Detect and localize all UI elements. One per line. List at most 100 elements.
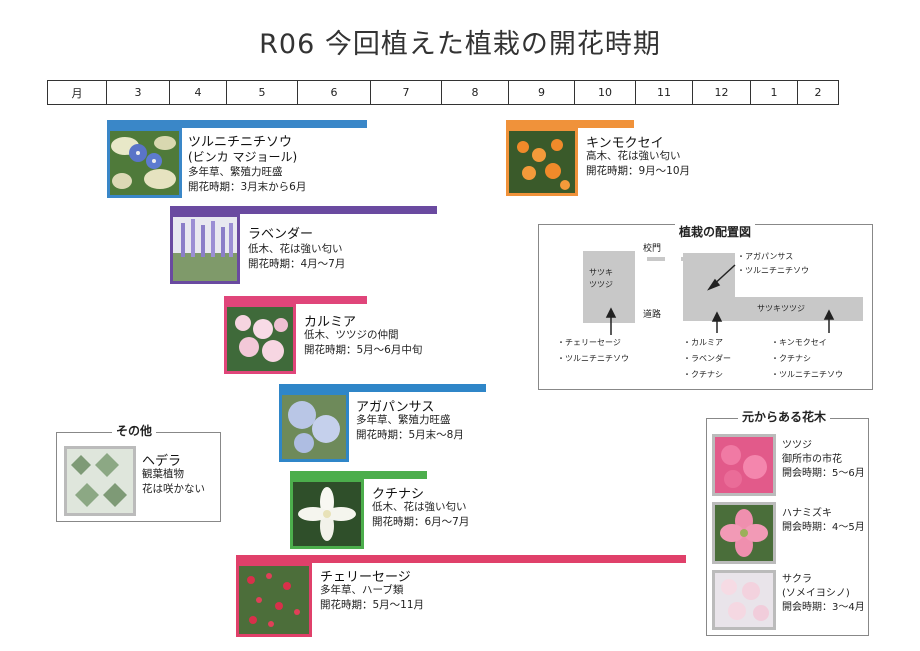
- vinca-name: ツルニチニチソウ: [188, 135, 293, 150]
- hedera-photo: [64, 446, 136, 516]
- month-header-row: 月 3 4 5 6 7 8 9 10 11 12 1 2: [47, 80, 839, 105]
- hedera-name: ヘデラ: [142, 454, 182, 469]
- kalmia-desc: 低木、ツツジの仲間: [304, 329, 399, 341]
- hedera-desc: 観葉植物: [142, 468, 184, 480]
- osmanthus-flower-icon: [509, 131, 575, 193]
- map-label-right: ・クチナシ: [771, 354, 811, 363]
- month-cell: 7: [371, 81, 442, 104]
- map-gate-block: [647, 257, 665, 261]
- bloom-bar-osmanthus: [506, 120, 634, 128]
- dogwood-name: ハナミズキ: [782, 508, 832, 519]
- cherry-blossom-period: 開会時期：3～4月: [782, 602, 865, 613]
- gardenia-photo: [290, 479, 364, 549]
- vinca-period: 開花時期：3月末から6月: [188, 181, 307, 193]
- kalmia-photo: [224, 304, 296, 374]
- gardenia-name: クチナシ: [372, 487, 425, 502]
- bloom-bar-kalmia: [224, 296, 367, 304]
- vinca-subname: (ビンカ マジョール): [188, 150, 298, 164]
- month-cell: 5: [227, 81, 298, 104]
- map-label-mid: ・カルミア: [683, 338, 723, 347]
- azalea-photo: [712, 434, 776, 496]
- month-cell: 8: [442, 81, 509, 104]
- month-cell: 9: [509, 81, 575, 104]
- month-cell: 2: [814, 86, 822, 99]
- lavender-desc: 低木、花は強い匂い: [248, 243, 343, 255]
- month-cell: 6: [298, 81, 371, 104]
- month-cell: 月: [48, 81, 107, 104]
- agapanthus-desc: 多年草、繁殖力旺盛: [356, 414, 451, 426]
- hedera-note: 花は咲かない: [142, 483, 205, 495]
- cherry-blossom-name: サクラ: [782, 574, 812, 585]
- bloom-bar-gardenia: [290, 471, 427, 479]
- kalmia-name: カルミア: [304, 315, 357, 330]
- map-label-mid: ・ラベンダー: [683, 354, 731, 363]
- map-gate-label: 校門: [643, 244, 662, 254]
- month-cell: 11: [636, 81, 693, 104]
- map-title: 植栽の配置図: [675, 223, 756, 240]
- existing-title: 元からある花木: [738, 408, 831, 425]
- map-right-bed-label: サツキツツジ: [757, 304, 805, 313]
- bloom-bar-vinca: [107, 120, 367, 128]
- map-arrows-icon: [605, 264, 835, 335]
- vinca-flower-icon: [110, 131, 179, 195]
- map-left-bed-label: ツツジ: [589, 280, 613, 289]
- dogwood-period: 開会時期：4～5月: [782, 522, 865, 533]
- cherry-blossom-flower-icon: [715, 573, 773, 627]
- cherry-sage-photo: [236, 563, 312, 637]
- lavender-flower-icon: [173, 217, 237, 281]
- month-cell: 3: [107, 81, 170, 104]
- month-cell: 4: [170, 81, 227, 104]
- lavender-photo: [170, 214, 240, 284]
- lavender-period: 開花時期：4月～7月: [248, 258, 346, 270]
- kalmia-flower-icon: [227, 307, 293, 371]
- map-label-top: ・ツルニチニチソウ: [737, 266, 809, 275]
- map-right-bed: [683, 297, 863, 321]
- bloom-bar-lavender: [170, 206, 437, 214]
- page-title: R06 今回植えた植栽の開花時期: [259, 29, 661, 60]
- gardenia-desc: 低木、花は強い匂い: [372, 501, 467, 513]
- map-left-bed-label: サツキ: [589, 268, 613, 277]
- agapanthus-flower-icon: [282, 395, 346, 459]
- map-left-bed: [583, 251, 635, 323]
- map-label-top: ・アガパンサス: [737, 252, 794, 261]
- azalea-name: ツツジ: [782, 440, 812, 451]
- azalea-flower-icon: [715, 437, 773, 493]
- agapanthus-name: アガパンサス: [356, 400, 435, 415]
- gardenia-flower-icon: [293, 482, 361, 546]
- osmanthus-desc: 高木、花は強い匂い: [586, 150, 681, 162]
- dogwood-photo: [712, 502, 776, 564]
- osmanthus-period: 開花時期：9月～10月: [586, 165, 691, 177]
- agapanthus-period: 開花時期：5月末～8月: [356, 429, 464, 441]
- kalmia-period: 開花時期：5月～6月中旬: [304, 344, 423, 356]
- cherry-blossom-photo: [712, 570, 776, 630]
- map-label-right: ・キンモクセイ: [771, 338, 827, 347]
- vinca-desc: 多年草、繁殖力旺盛: [188, 166, 283, 178]
- map-road-label: 道路: [643, 310, 662, 320]
- osmanthus-name: キンモクセイ: [586, 136, 664, 151]
- bloom-bar-agapanthus: [279, 384, 486, 392]
- gardenia-period: 開花時期：6月～7月: [372, 516, 470, 528]
- azalea-desc: 御所市の市花: [782, 454, 842, 465]
- agapanthus-photo: [279, 392, 349, 462]
- cherry-sage-flower-icon: [239, 566, 309, 634]
- osmanthus-photo: [506, 128, 578, 196]
- hedera-leaf-icon: [67, 449, 133, 513]
- azalea-period: 開会時期：5～6月: [782, 468, 865, 479]
- map-label-left: ・チェリーセージ: [557, 338, 621, 347]
- map-label-mid: ・クチナシ: [683, 370, 723, 379]
- month-cell: 10: [575, 81, 636, 104]
- planting-layout-map: 植栽の配置図 校門 サツキ ツツジ 道路 サツキツツジ ・アガパンサス ・ツルニ…: [538, 223, 873, 390]
- cherry-blossom-variety: (ソメイヨシノ): [782, 588, 850, 599]
- cherry-sage-period: 開花時期：5月～11月: [320, 599, 425, 611]
- map-label-left: ・ツルニチニチソウ: [557, 354, 629, 363]
- month-cell: 12: [693, 81, 751, 104]
- month-cell: 1: [751, 81, 798, 104]
- vinca-photo: [107, 128, 182, 198]
- cherry-sage-name: チェリーセージ: [320, 570, 411, 585]
- bloom-bar-cherry-sage: [236, 555, 686, 563]
- other-title: その他: [112, 422, 157, 439]
- lavender-name: ラベンダー: [248, 227, 314, 242]
- map-label-right: ・ツルニチニチソウ: [771, 370, 843, 379]
- dogwood-flower-icon: [715, 505, 773, 561]
- cherry-sage-desc: 多年草、ハーブ類: [320, 584, 404, 596]
